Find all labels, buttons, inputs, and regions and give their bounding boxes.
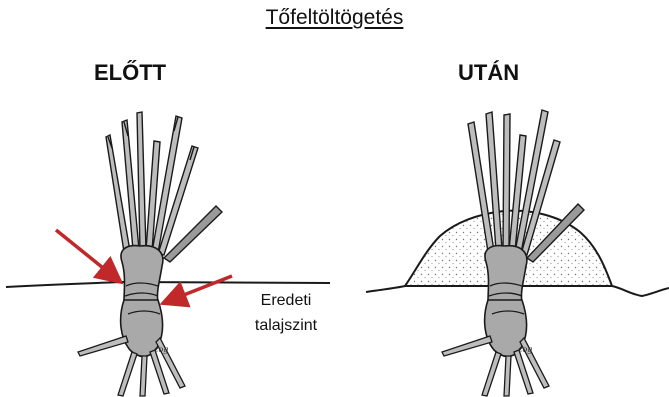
- after-crown: [485, 246, 527, 302]
- arrow-pointing-crown-left: [56, 230, 118, 280]
- before-plant-group: cog: [6, 112, 330, 396]
- arrow-pointing-crown-right: [166, 276, 232, 302]
- after-plant-group: cog: [366, 110, 669, 396]
- before-tillers: [106, 112, 222, 262]
- before-crown: [121, 246, 163, 302]
- before-signature: cog: [154, 345, 168, 354]
- after-signature: cog: [518, 345, 532, 354]
- before-ground-line: [6, 282, 330, 287]
